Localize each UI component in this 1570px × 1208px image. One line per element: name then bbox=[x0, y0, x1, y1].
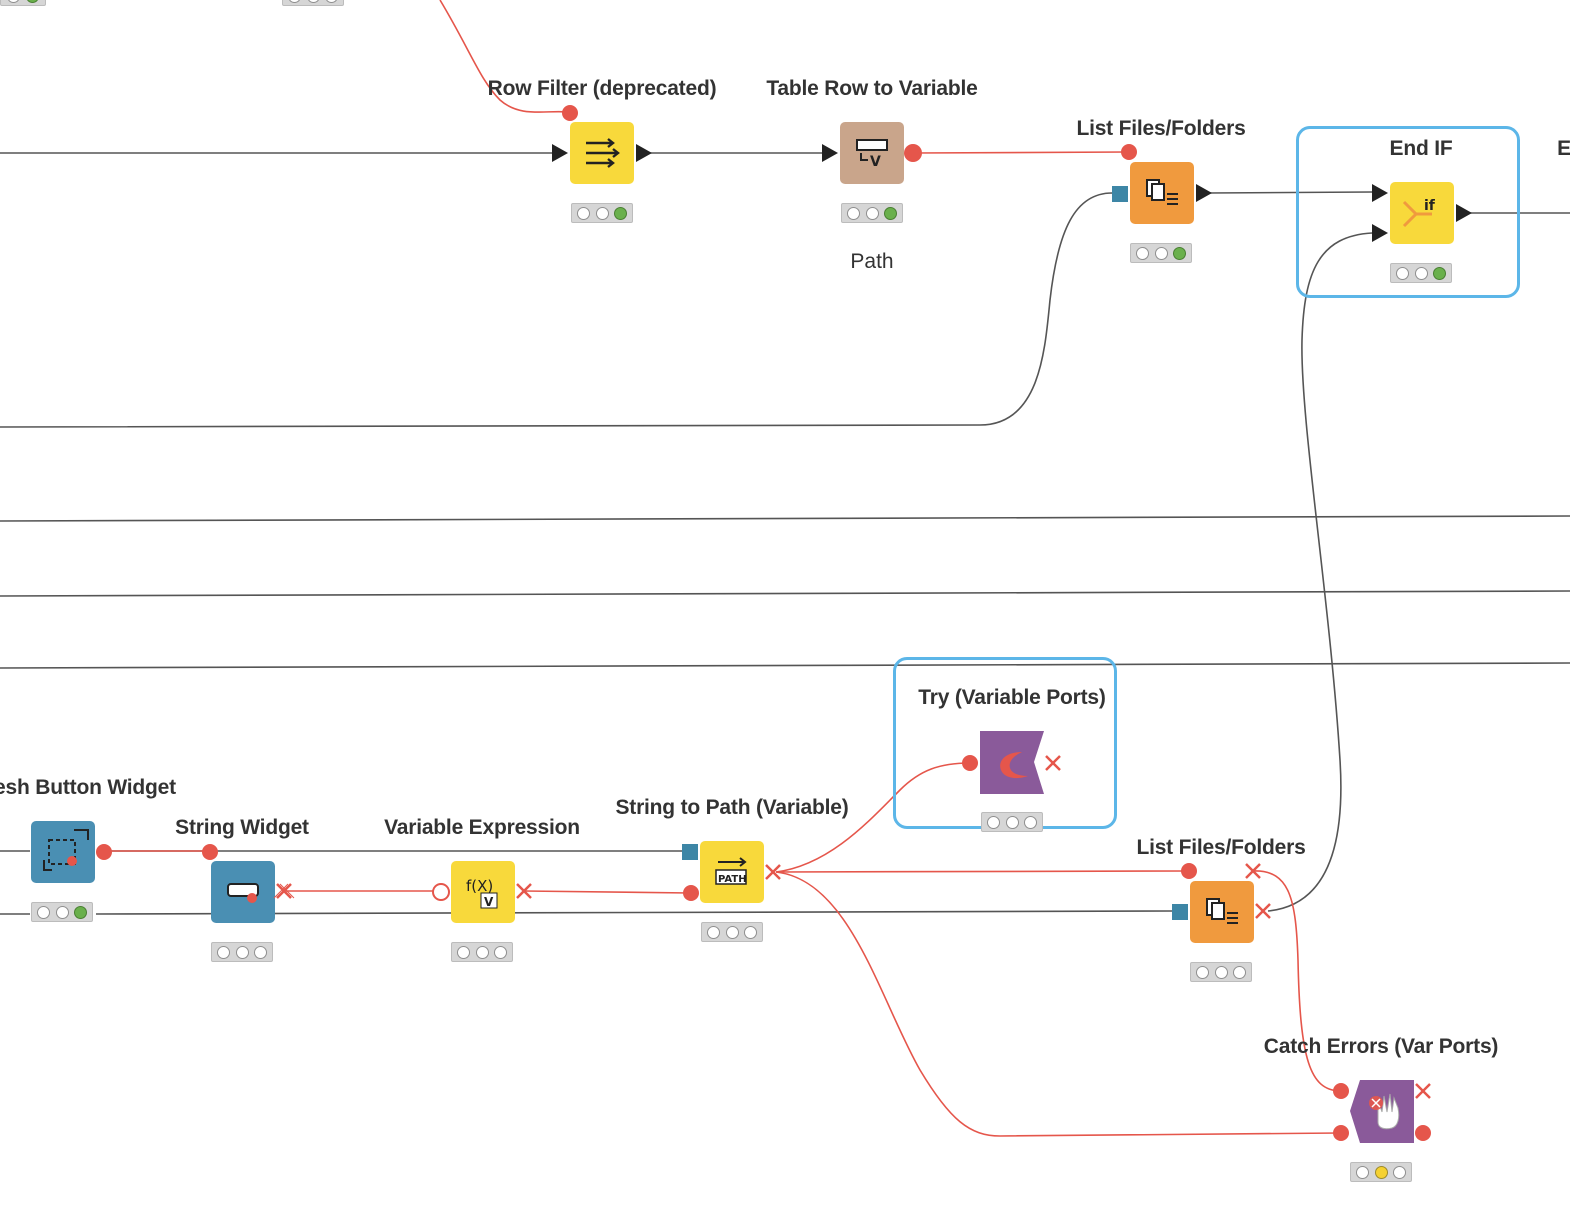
node-label: End IF bbox=[1389, 137, 1453, 160]
node-label: List Files/Folders bbox=[1076, 117, 1246, 140]
node-label: Table Row to Variable bbox=[766, 77, 978, 100]
data-wire bbox=[95, 910, 1173, 915]
status-traffic-light bbox=[31, 902, 93, 922]
flow-var-wire bbox=[775, 762, 971, 873]
flow-var-wire bbox=[913, 151, 1129, 154]
status-traffic-light-cut-off bbox=[282, 0, 344, 6]
node-label: esh Button Widget bbox=[0, 776, 176, 799]
data-wire bbox=[1267, 232, 1373, 912]
status-traffic-light-cut-off bbox=[0, 0, 46, 6]
flow-var-wire bbox=[775, 870, 1189, 873]
node-label: Try (Variable Ports) bbox=[918, 686, 1106, 709]
status-traffic-light bbox=[1390, 263, 1452, 283]
data-wire bbox=[0, 192, 1113, 428]
data-wire bbox=[0, 590, 1570, 597]
node-label: Catch Errors (Var Ports) bbox=[1263, 1035, 1499, 1058]
node-label: String Widget bbox=[175, 816, 309, 839]
status-traffic-light bbox=[841, 203, 903, 223]
status-traffic-light bbox=[1190, 962, 1252, 982]
try-selection[interactable] bbox=[893, 657, 1117, 829]
node-label: String to Path (Variable) bbox=[615, 796, 849, 819]
status-traffic-light bbox=[981, 812, 1043, 832]
node-label: Variable Expression bbox=[384, 816, 580, 839]
flow-var-wire bbox=[1253, 870, 1341, 1092]
data-wire bbox=[0, 515, 1570, 522]
node-label-cut-off: E bbox=[1557, 137, 1570, 160]
node-annotation: Path bbox=[850, 250, 894, 273]
end-if-selection[interactable] bbox=[1296, 126, 1520, 298]
data-wire bbox=[1207, 191, 1373, 194]
status-traffic-light bbox=[1350, 1162, 1412, 1182]
flow-var-wire bbox=[775, 871, 1341, 1137]
status-traffic-light bbox=[571, 203, 633, 223]
status-traffic-light bbox=[1130, 243, 1192, 263]
flow-var-wire bbox=[523, 890, 691, 894]
status-traffic-light bbox=[701, 922, 763, 942]
data-wire bbox=[0, 662, 1570, 669]
status-traffic-light bbox=[451, 942, 513, 962]
node-label: List Files/Folders bbox=[1136, 836, 1306, 859]
flow-var-wire bbox=[439, 0, 569, 113]
status-traffic-light bbox=[211, 942, 273, 962]
node-label: Row Filter (deprecated) bbox=[487, 77, 717, 100]
